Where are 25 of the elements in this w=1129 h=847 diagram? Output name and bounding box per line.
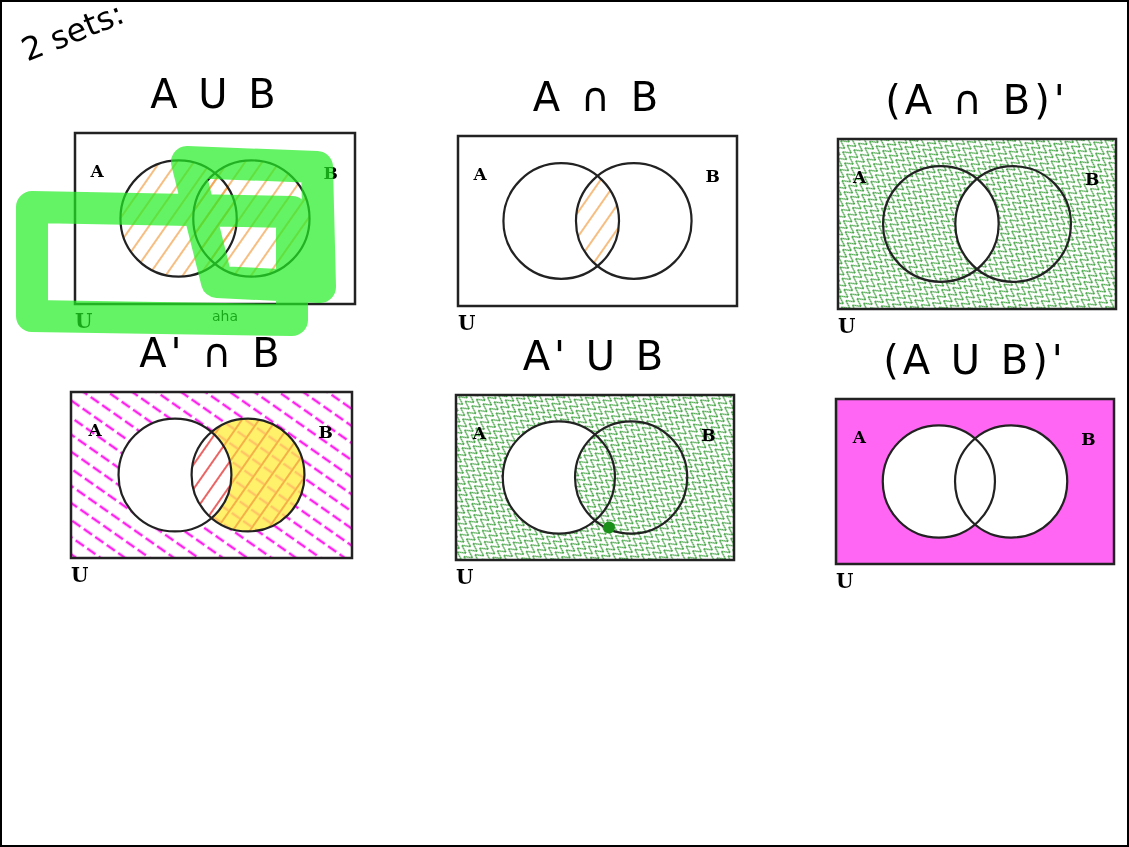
set-expression: A' ∩ B: [138, 330, 285, 376]
set-label: A: [472, 423, 486, 443]
set-label: A: [88, 420, 102, 440]
universe-label: U: [71, 563, 89, 587]
set-label: A: [852, 427, 866, 447]
set-expression: (A U B)': [882, 337, 1068, 383]
set-label: A: [473, 164, 487, 184]
universe-label: U: [75, 309, 93, 333]
set-label: B: [1084, 169, 1100, 189]
handwritten-title: 2 sets:: [16, 2, 130, 70]
universe-label: U: [838, 314, 856, 338]
universe-label: U: [458, 311, 476, 335]
set-expression: A' U B: [521, 333, 669, 379]
set-label: B: [318, 422, 333, 442]
universe-label: U: [836, 569, 854, 593]
set-expression: A U B: [149, 71, 281, 117]
set-expression: A ∩ B: [531, 74, 664, 120]
set-label: B: [705, 166, 720, 186]
universe-label: U: [456, 565, 474, 589]
set-label: A: [853, 167, 867, 187]
set-label: A: [90, 161, 104, 181]
handwritten-note: aha: [212, 308, 239, 324]
set-label: B: [701, 425, 716, 445]
set-expression: (A ∩ B)': [884, 77, 1070, 123]
set-label: B: [1081, 429, 1096, 449]
